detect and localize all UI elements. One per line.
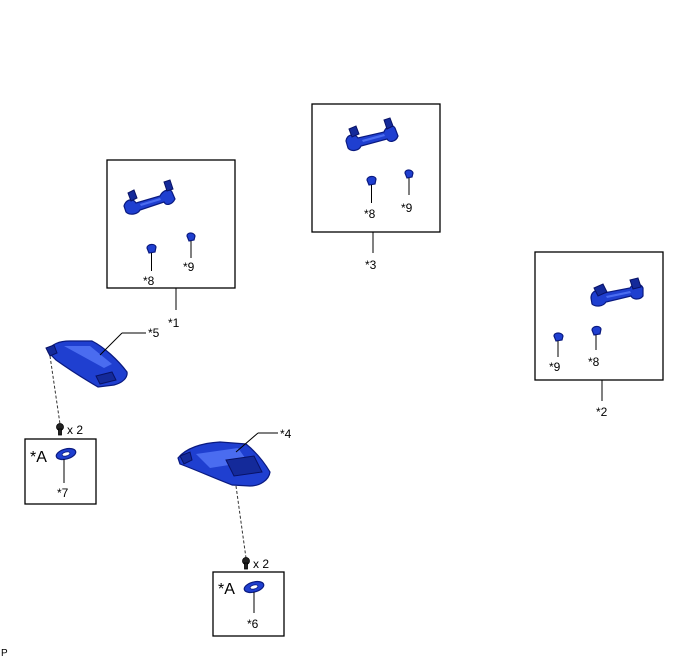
- detail-box-3: [311, 103, 441, 233]
- callout-9-box2: *9: [549, 360, 561, 374]
- clip-icon-8-box2: [591, 325, 602, 350]
- detail-box-a-lower: [212, 571, 285, 637]
- callout-8-box2: *8: [588, 355, 600, 369]
- sun-visor-icon-4: [177, 441, 271, 487]
- sun-visor-group-5: *5 x 2: [45, 326, 160, 437]
- clip-icon-9-box2: [553, 332, 564, 357]
- view-label-a-lower: *A: [218, 581, 235, 598]
- assist-grip-group-2: *9 *8 *2: [534, 251, 664, 419]
- screw-icon-upper: [56, 423, 64, 436]
- callout-2: *2: [596, 405, 608, 419]
- clip-icon-8-box1: [146, 243, 157, 271]
- assist-grip-group-1: *8 *9 *1: [106, 159, 236, 330]
- quantity-screw-lower: x 2: [253, 557, 269, 571]
- leader-5: [99, 332, 123, 356]
- callout-1: *1: [168, 316, 180, 330]
- callout-3: *3: [365, 258, 377, 272]
- assist-grip-icon-3: [345, 117, 399, 152]
- detail-a-group-lower: *A *6: [212, 571, 285, 637]
- dashed-guide-lower: [235, 485, 247, 559]
- clip-cover-icon-7: [55, 447, 77, 461]
- clip-cover-icon-6: [243, 580, 265, 594]
- callout-4: *4: [280, 427, 292, 441]
- detail-box-a-upper: [24, 438, 97, 505]
- detail-box-1: [106, 159, 236, 289]
- assist-grip-group-3: *8 *9 *3: [311, 103, 441, 272]
- screw-icon-lower: [242, 557, 250, 570]
- dashed-guide-upper: [49, 355, 61, 425]
- view-label-a-upper: *A: [30, 449, 47, 466]
- assist-grip-icon-1: [123, 179, 176, 215]
- diagram-code: P: [1, 648, 8, 658]
- callout-9-box3: *9: [401, 201, 413, 215]
- callout-6: *6: [247, 617, 259, 631]
- callout-7: *7: [57, 486, 69, 500]
- callout-8-box3: *8: [364, 207, 376, 221]
- quantity-screw-upper: x 2: [67, 423, 83, 437]
- detail-a-group-upper: *A *7: [24, 438, 97, 505]
- callout-9-box1: *9: [183, 260, 195, 274]
- clip-icon-8-box3: [366, 175, 377, 203]
- sun-visor-group-4: *4 x 2: [177, 427, 292, 571]
- clip-icon-9-box1: [186, 232, 196, 258]
- assist-grip-icon-2: [590, 277, 644, 307]
- detail-box-2: [534, 251, 664, 381]
- callout-5: *5: [148, 326, 160, 340]
- sun-visor-icon-5: [45, 340, 128, 388]
- callout-8-box1: *8: [143, 274, 155, 288]
- clip-icon-9-box3: [404, 169, 414, 195]
- leader-4: [235, 432, 259, 453]
